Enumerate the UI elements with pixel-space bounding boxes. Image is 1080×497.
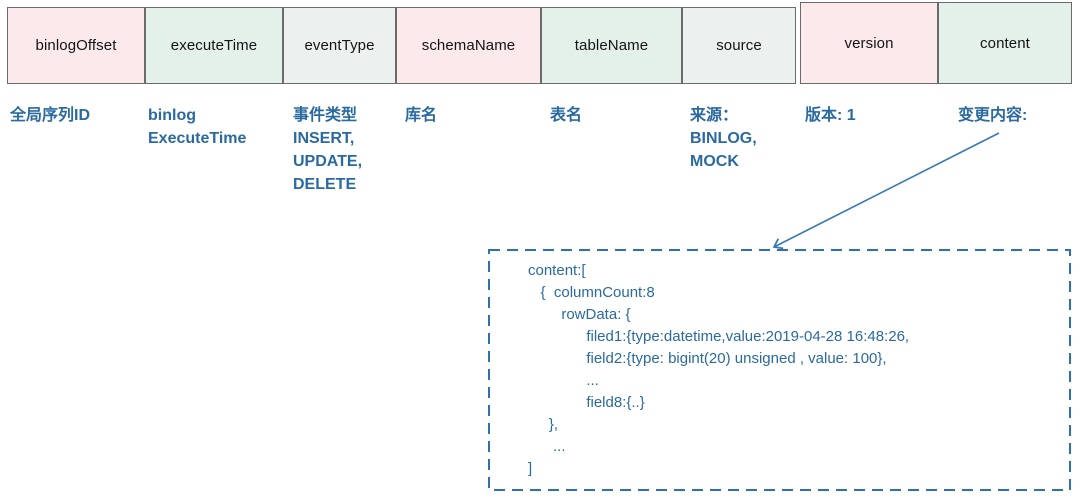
desc-executetime: binlog ExecuteTime xyxy=(148,107,247,147)
column-header-tablename: tableName xyxy=(541,7,682,84)
content-arrow-connector xyxy=(772,132,1000,250)
desc-version: 版本: 1 xyxy=(805,107,856,124)
desc-schemaname: 库名 xyxy=(405,107,438,124)
column-header-source: source xyxy=(682,7,796,84)
column-header-content: content xyxy=(938,2,1072,84)
content-example-code: content:[ { columnCount:8 rowData: { fil… xyxy=(528,262,910,477)
desc-source: 来源： BINLOG, MOCK xyxy=(690,107,757,170)
column-header-executetime: executeTime xyxy=(145,7,283,84)
desc-content: 变更内容: xyxy=(958,107,1028,124)
desc-tablename: 表名 xyxy=(550,107,583,124)
column-header-eventtype: eventType xyxy=(283,7,396,84)
column-header-version: version xyxy=(800,2,938,84)
desc-binlogoffset: 全局序列ID xyxy=(10,107,91,124)
column-header-schemaname: schemaName xyxy=(396,7,541,84)
column-header-binlogoffset: binlogOffset xyxy=(7,7,145,84)
desc-eventtype: 事件类型 INSERT, UPDATE, DELETE xyxy=(293,107,363,193)
